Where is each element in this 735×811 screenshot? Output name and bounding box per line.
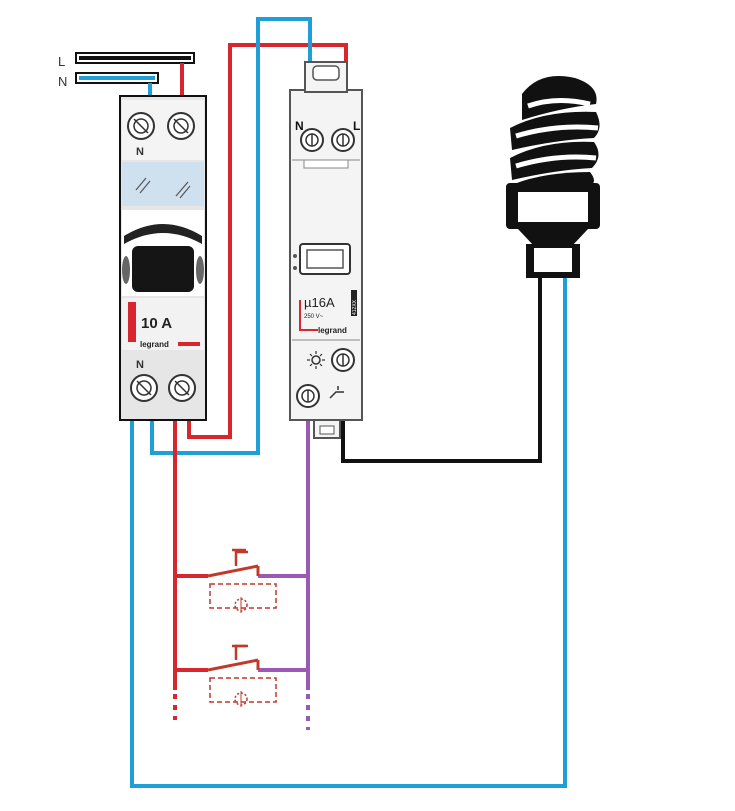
breaker-top-terminal-n: [127, 112, 155, 140]
circuit-breaker: N 10 A legrand N: [119, 95, 207, 421]
relay-side-code: 412XX: [352, 299, 358, 315]
breaker-bottom-n-label: N: [136, 359, 144, 371]
pushbutton-1: [207, 548, 277, 613]
breaker-brand: legrand: [140, 340, 169, 349]
breaker-toggle[interactable]: [132, 246, 194, 292]
relay-brand: legrand: [318, 326, 347, 335]
wires: [130, 17, 567, 788]
pushbutton-2: [207, 644, 277, 707]
relay-terminal-l: [331, 128, 355, 152]
bulb-icon: [506, 76, 600, 278]
breaker-top-n-label: N: [136, 146, 144, 158]
breaker-window: [122, 162, 204, 206]
breaker-bottom-terminal-n: [130, 374, 158, 402]
relay-voltage: 250 V~: [304, 314, 324, 320]
neutral-to-relay-wire: [150, 17, 312, 455]
breaker-rating: 10 A: [141, 315, 172, 332]
breaker-top-terminal-l: [167, 112, 195, 140]
relay-terminal-lamp: [331, 348, 355, 372]
neutral-bus-label: N: [58, 74, 67, 89]
breaker-bottom-terminal-l: [168, 374, 196, 402]
impulse-relay: N L µ16A 250 V~ legrand 412XX: [289, 61, 363, 439]
continuation-dots: [173, 694, 310, 730]
line-bus-label: L: [58, 54, 65, 69]
bus-bars: L N: [58, 52, 195, 89]
neutral-to-lamp-wire: [130, 268, 567, 788]
relay-n-label: N: [295, 119, 304, 133]
line-to-relay-wire: [187, 43, 348, 439]
lamp-wire: [341, 268, 542, 463]
relay-rating: µ16A: [304, 295, 335, 310]
relay-terminal-coil: [296, 384, 320, 408]
relay-terminal-n: [300, 128, 324, 152]
breaker-lever-arc: [124, 224, 202, 244]
sun-icon: [307, 351, 325, 369]
pushbutton-icon: [329, 386, 344, 399]
breaker-trip-indicator: [128, 302, 136, 342]
relay-l-label: L: [353, 119, 360, 133]
